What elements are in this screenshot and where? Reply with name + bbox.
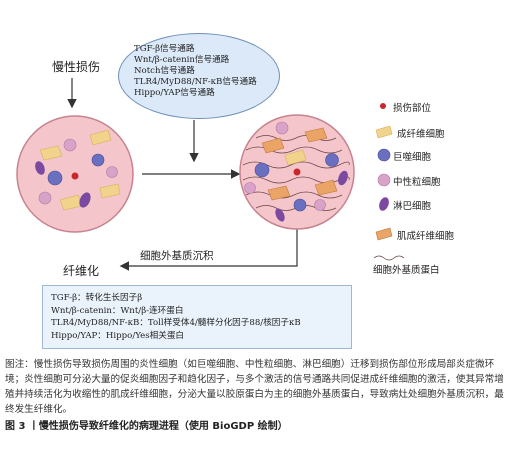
figure-title: 图 3 丨慢性损伤导致纤维化的病理进程（使用 BioGDP 绘制） [5,421,288,432]
pathway-item: Notch信号通路 [134,66,195,76]
abbreviation-item: TGF-β：转化生长因子β [51,293,143,303]
myofibroblast-icon [267,185,291,201]
legend-label: 巨噬细胞 [393,152,432,163]
neutrophil-icon [106,166,118,178]
pathway-item: Hippo/YAP信号通路 [134,88,215,98]
legend-injury-site-icon [380,103,386,109]
legend-fibroblast-icon [375,125,393,139]
pathway-item: Wnt/β-catenin信号通路 [134,55,230,65]
fibroblast-icon [39,145,63,161]
legend-icons [373,103,405,261]
lymphocyte-icon [275,208,285,222]
neutrophil-icon [244,182,256,194]
neutrophil-icon [275,121,289,135]
legend-myofibroblast-icon [375,227,393,241]
macrophage-icon [293,198,307,212]
ecm-fiber [245,191,343,199]
pathway-item: TLR4/MyD88/NF-κB信号通路 [134,77,257,87]
fibroblast-icon [89,129,112,146]
myofibroblast-icon [304,127,328,143]
macrophage-icon [254,162,270,178]
figure-caption: 图注：慢性损伤导致损伤周围的炎性细胞（如巨噬细胞、中性粒细胞、淋巴细胞）迁移到损… [5,359,504,415]
arrow-to-fibrosis [119,229,298,271]
lymphocyte-icon [79,192,91,208]
neutrophil-icon [314,199,326,211]
pathway-ellipse [118,33,280,119]
abbreviation-item: TLR4/MyD88/NF-κB：Toll样受体4/髓样分化因子88/核因子κB [51,318,301,329]
abbreviation-item: Wnt/β-catenin：Wnt/β-连环蛋白 [51,305,184,316]
fibroblast-icon [99,183,121,199]
right-tissue-circle [239,114,355,230]
legend-label: 成纤维细胞 [397,129,445,140]
macrophage-icon [91,153,105,167]
injury-site-dot [293,168,301,176]
legend-label: 淋巴细胞 [393,201,432,212]
legend-label: 损伤部位 [393,103,432,114]
pathway-list: TGF-β信号通路 Wnt/β-catenin信号通路 Notch信号通路 TL… [134,44,257,99]
abbreviation-item: Hippo/YAP：Hippo/Yes相关蛋白 [51,330,185,341]
ecm-fiber [245,146,343,154]
abbreviation-box: TGF-β：转化生长因子β Wnt/β-catenin：Wnt/β-连环蛋白 T… [42,285,352,349]
injury-site-dot [71,172,79,180]
fibrosis-label: 纤维化 [63,264,100,278]
legend-lymphocyte-icon [379,197,389,211]
lymphocyte-icon [35,161,45,175]
legend-label: 细胞外基质蛋白 [373,265,440,276]
diagram-canvas [16,78,405,271]
macrophage-icon [47,170,63,186]
ecm-deposition-label: 细胞外基质沉积 [140,250,214,262]
pathway-item: TGF-β信号通路 [134,44,195,54]
legend-ecm-wave-icon [373,255,405,261]
legend-neutrophil-icon [377,173,391,187]
legend-label: 中性粒细胞 [393,177,441,188]
left-tissue-circle [16,115,134,233]
fibroblast-icon [284,149,307,166]
neutrophil-icon [38,191,52,205]
chronic-injury-label: 慢性损伤 [52,60,101,74]
myofibroblast-icon [261,137,285,154]
macrophage-icon [325,153,339,167]
myofibroblast-icon [314,179,338,196]
legend-label: 肌成纤维细胞 [397,231,455,242]
neutrophil-icon [63,138,77,152]
lymphocyte-icon [338,170,348,186]
ecm-fiber [255,135,337,141]
legend-macrophage-icon [377,148,391,162]
